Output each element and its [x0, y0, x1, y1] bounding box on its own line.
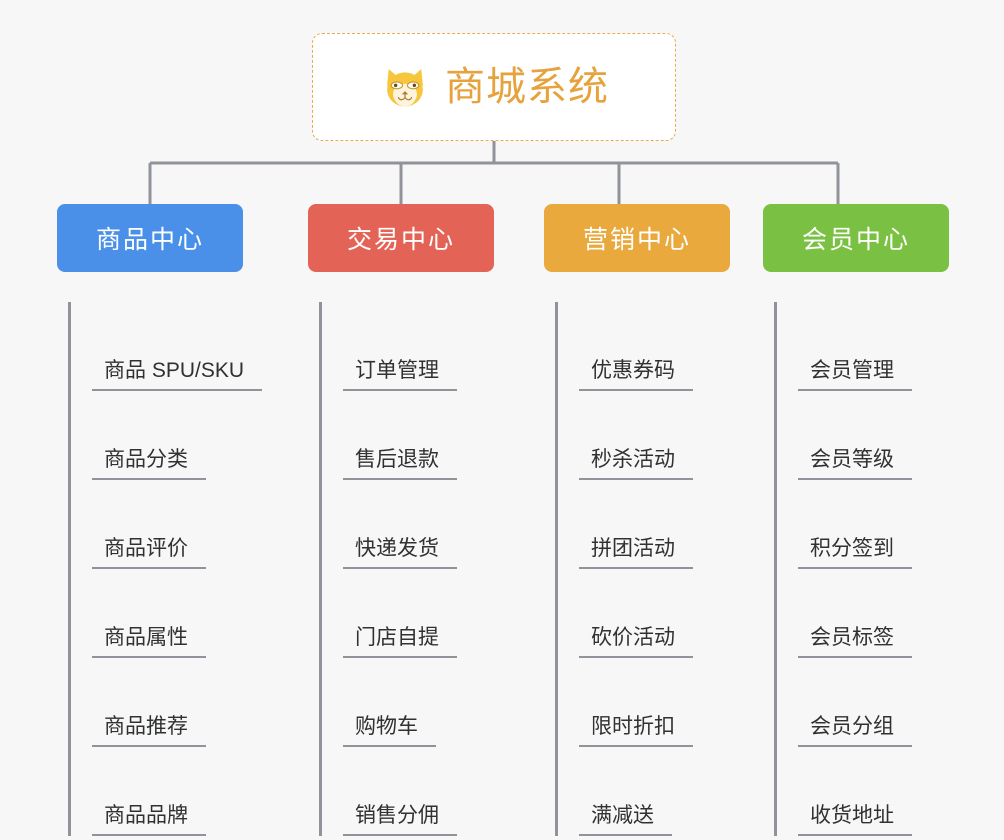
leaf-item[interactable]: 会员等级	[777, 391, 975, 480]
leaf-item[interactable]: 快递发货	[322, 480, 538, 569]
leaf-item[interactable]: 会员标签	[777, 569, 975, 658]
leaf-item[interactable]: 购物车	[322, 658, 538, 747]
leaf-label: 积分签到	[798, 537, 912, 569]
leaf-label: 会员分组	[798, 715, 912, 747]
leaf-label: 会员管理	[798, 359, 912, 391]
leaf-item[interactable]: 满减送	[558, 747, 756, 836]
leaf-label: 会员标签	[798, 626, 912, 658]
leaf-label: 商品属性	[92, 626, 206, 658]
leaf-item[interactable]: 商品 SPU/SKU	[71, 302, 287, 391]
leaf-item[interactable]: 销售分佣	[322, 747, 538, 836]
shiba-dog-face-icon	[387, 69, 423, 107]
category-title: 商品中心	[95, 226, 204, 254]
leaf-label: 收货地址	[798, 804, 912, 836]
leaf-item[interactable]: 订单管理	[322, 302, 538, 391]
leaf-label: 售后退款	[343, 448, 457, 480]
leaf-label: 商品品牌	[92, 804, 206, 836]
leaf-label: 购物车	[343, 715, 436, 747]
leaf-item[interactable]: 商品属性	[71, 569, 287, 658]
category-box[interactable]: 交易中心	[308, 204, 494, 272]
leaf-label: 商品分类	[92, 448, 206, 480]
leaf-item[interactable]: 限时折扣	[558, 658, 756, 747]
leaf-label: 满减送	[579, 804, 672, 836]
root-title: 商城系统	[445, 65, 609, 109]
leaf-item[interactable]: 售后退款	[322, 391, 538, 480]
category-box[interactable]: 会员中心	[763, 204, 949, 272]
category-title: 营销中心	[582, 226, 691, 254]
category-box[interactable]: 商品中心	[57, 204, 243, 272]
leaf-label: 砍价活动	[579, 626, 693, 658]
leaf-item[interactable]: 收货地址	[777, 747, 975, 836]
leaf-list: 商品 SPU/SKU 商品分类商品评价商品属性商品推荐商品品牌	[68, 302, 287, 836]
category-title: 交易中心	[346, 226, 455, 254]
leaf-list: 会员管理会员等级积分签到会员标签会员分组收货地址	[774, 302, 975, 836]
leaf-label: 商品评价	[92, 537, 206, 569]
category-column-1: 商品中心商品 SPU/SKU 商品分类商品评价商品属性商品推荐商品品牌	[57, 204, 287, 836]
leaf-label: 拼团活动	[579, 537, 693, 569]
category-column-2: 交易中心订单管理售后退款快递发货门店自提购物车销售分佣	[308, 204, 538, 836]
leaf-item[interactable]: 商品分类	[71, 391, 287, 480]
leaf-list: 订单管理售后退款快递发货门店自提购物车销售分佣	[319, 302, 538, 836]
leaf-item[interactable]: 会员管理	[777, 302, 975, 391]
leaf-list: 优惠券码秒杀活动拼团活动砍价活动限时折扣满减送	[555, 302, 756, 836]
leaf-label: 优惠券码	[579, 359, 693, 391]
leaf-label: 门店自提	[343, 626, 457, 658]
leaf-item[interactable]: 拼团活动	[558, 480, 756, 569]
leaf-item[interactable]: 商品品牌	[71, 747, 287, 836]
leaf-label: 销售分佣	[343, 804, 457, 836]
leaf-label: 快递发货	[343, 537, 457, 569]
leaf-item[interactable]: 优惠券码	[558, 302, 756, 391]
leaf-item[interactable]: 商品评价	[71, 480, 287, 569]
leaf-label: 秒杀活动	[579, 448, 693, 480]
leaf-item[interactable]: 会员分组	[777, 658, 975, 747]
leaf-label: 商品 SPU/SKU	[92, 359, 263, 391]
leaf-label: 商品推荐	[92, 715, 206, 747]
leaf-label: 限时折扣	[579, 715, 693, 747]
root-node[interactable]: 商城系统	[312, 33, 676, 141]
leaf-item[interactable]: 秒杀活动	[558, 391, 756, 480]
category-column-4: 会员中心会员管理会员等级积分签到会员标签会员分组收货地址	[745, 204, 975, 836]
leaf-item[interactable]: 积分签到	[777, 480, 975, 569]
leaf-item[interactable]: 砍价活动	[558, 569, 756, 658]
leaf-item[interactable]: 门店自提	[322, 569, 538, 658]
leaf-label: 订单管理	[343, 359, 457, 391]
category-box[interactable]: 营销中心	[544, 204, 730, 272]
category-title: 会员中心	[801, 226, 910, 254]
leaf-item[interactable]: 商品推荐	[71, 658, 287, 747]
leaf-label: 会员等级	[798, 448, 912, 480]
category-column-3: 营销中心优惠券码秒杀活动拼团活动砍价活动限时折扣满减送	[526, 204, 756, 836]
